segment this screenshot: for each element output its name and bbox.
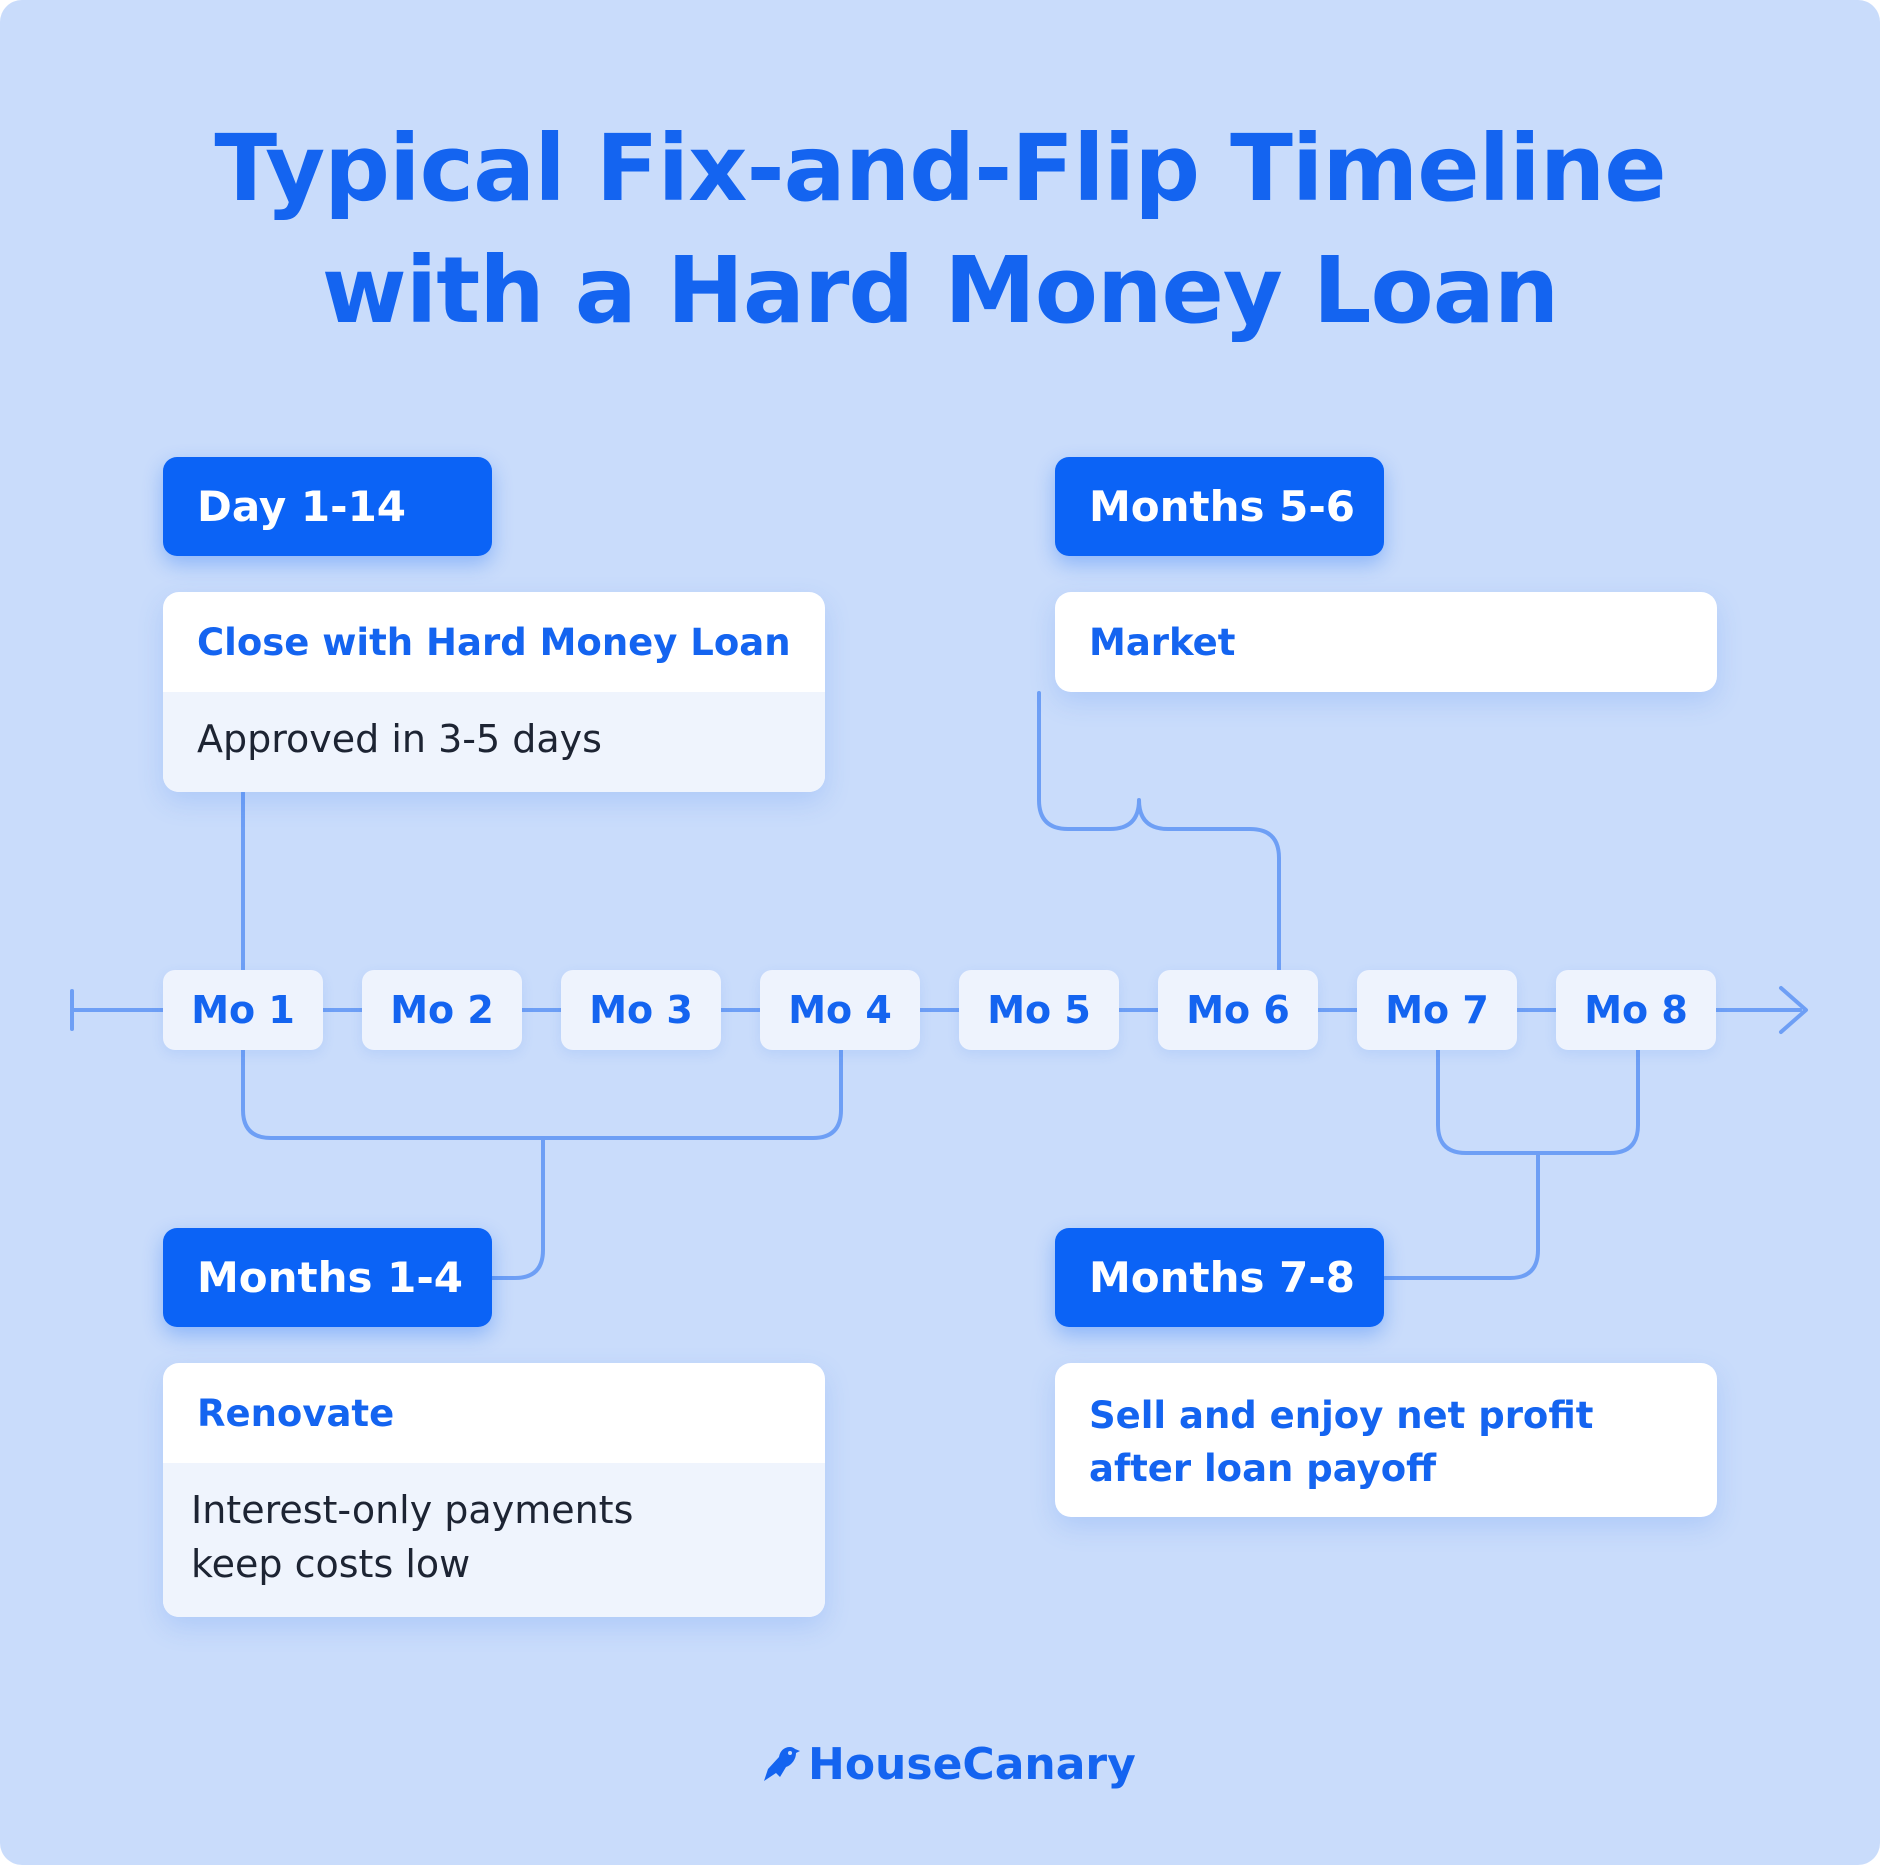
month-box-6: Mo 6 [1158,970,1318,1050]
bracket-months-7-8 [1436,1048,1640,1155]
phase-tag-day-1-14: Day 1-14 [163,457,492,556]
phase-heading: Sell and enjoy net profit after loan pay… [1055,1363,1717,1495]
phase-heading-line-1: Sell and enjoy net profit [1089,1394,1594,1437]
connector-months-5-6 [1037,691,1281,972]
phase-tag-months-7-8: Months 7-8 [1055,1228,1384,1327]
month-box-1: Mo 1 [163,970,323,1050]
brand-name: HouseCanary [808,1738,1136,1790]
phase-card-sell: Sell and enjoy net profit after loan pay… [1055,1363,1717,1517]
month-box-4: Mo 4 [760,970,920,1050]
phase-detail: Interest-only payments keep costs low [163,1463,825,1617]
phase-heading: Market [1089,621,1236,664]
phase-card-market: Market [1055,592,1717,692]
connector-months-7-8 [1383,1151,1540,1280]
phase-tag-months-1-4: Months 1-4 [163,1228,492,1327]
phase-heading-line-2: after loan payoff [1089,1447,1437,1490]
month-box-3: Mo 3 [561,970,721,1050]
phase-detail-line-2: keep costs low [191,1542,471,1586]
phase-tag-months-5-6: Months 5-6 [1055,457,1384,556]
phase-detail: Approved in 3-5 days [163,692,825,792]
month-box-5: Mo 5 [959,970,1119,1050]
title-line-1: Typical Fix-and-Flip Timeline [214,115,1666,222]
month-box-7: Mo 7 [1357,970,1517,1050]
page-title: Typical Fix-and-Flip Timeline with a Har… [0,108,1880,352]
canary-bird-icon [764,1747,800,1781]
phase-heading: Close with Hard Money Loan [197,621,791,664]
phase-detail-line-1: Interest-only payments [191,1488,634,1532]
phase-card-renovate: Renovate Interest-only payments keep cos… [163,1363,825,1617]
bracket-months-1-4 [241,1048,843,1140]
brand-logo: HouseCanary [760,1734,1136,1794]
title-line-2: with a Hard Money Loan [321,237,1560,344]
month-box-8: Mo 8 [1556,970,1716,1050]
timeline-arrowhead [1779,986,1808,1034]
connector-months-1-4 [490,1136,546,1280]
phase-card-close: Close with Hard Money Loan Approved in 3… [163,592,825,792]
month-box-2: Mo 2 [362,970,522,1050]
phase-heading: Renovate [197,1392,395,1435]
